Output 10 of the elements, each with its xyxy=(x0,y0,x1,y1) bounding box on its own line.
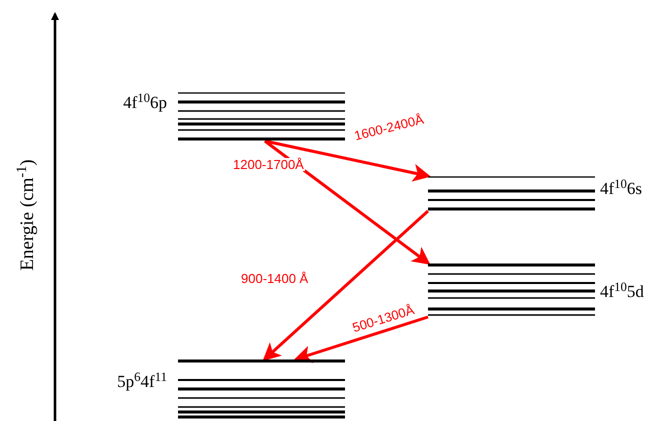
edge-label: 900-1400 Å xyxy=(240,272,310,285)
level-label: 4f$^{10}$6s xyxy=(600,180,642,197)
level-label: 5p$^{6}$4f$^{11}$ xyxy=(117,373,167,390)
arrow xyxy=(294,316,428,363)
arrow xyxy=(264,140,430,265)
arrow xyxy=(262,210,429,362)
edge-label: 1200-1700Å xyxy=(232,158,305,171)
level-label: 4f$^{10}$5d xyxy=(600,283,644,300)
arrow xyxy=(264,140,431,182)
level-label: 4f$^{10}$6p xyxy=(123,94,167,111)
